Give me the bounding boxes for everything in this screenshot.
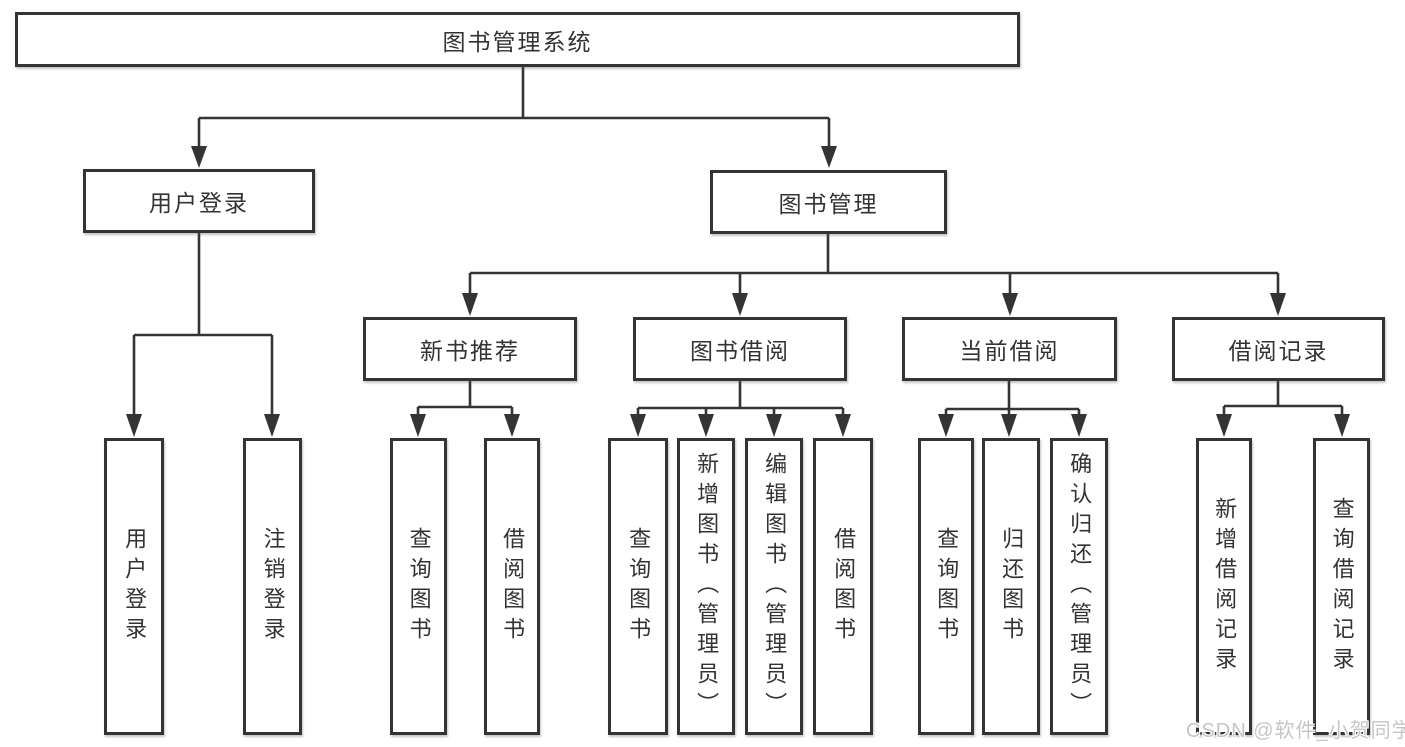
leaf-query-books-recommend: 查询图书 — [390, 438, 447, 735]
node-current-borrow-label: 当前借阅 — [959, 338, 1060, 364]
leaf-add-book-admin-label: 新增图书（管理员） — [694, 451, 720, 722]
leaf-borrow-books-recommend: 借阅图书 — [484, 438, 540, 735]
leaf-edit-book-admin-label: 编辑图书（管理员） — [762, 451, 788, 722]
node-new-book-recommend-label: 新书推荐 — [420, 338, 520, 364]
connector-book-management-split — [462, 234, 1286, 316]
leaf-add-borrow-record-label: 新增借阅记录 — [1212, 496, 1238, 677]
node-borrow-records-label: 借阅记录 — [1228, 338, 1329, 364]
node-library-management-system-label: 图书管理系统 — [442, 28, 593, 55]
leaf-confirm-return-admin-label: 确认归还（管理员） — [1067, 451, 1093, 722]
connector-current-split — [938, 381, 1087, 437]
leaf-logout-label: 注销登录 — [260, 526, 286, 647]
node-book-management-label: 图书管理 — [778, 191, 879, 217]
connector-root-split — [191, 67, 837, 168]
leaf-query-books-recommend-label: 查询图书 — [406, 526, 432, 647]
leaf-query-books-current-label: 查询图书 — [934, 526, 960, 647]
watermark: CSDN @软件_小贺同学 — [1186, 720, 1405, 742]
node-user-login-label: 用户登录 — [149, 190, 249, 216]
leaf-edit-book-admin: 编辑图书（管理员） — [745, 438, 803, 735]
leaf-add-book-admin: 新增图书（管理员） — [677, 438, 735, 735]
node-book-borrow-label: 图书借阅 — [690, 338, 790, 364]
leaf-borrow-books: 借阅图书 — [813, 438, 873, 735]
leaf-query-borrow-record-label: 查询借阅记录 — [1329, 496, 1355, 677]
node-library-management-system: 图书管理系统 — [15, 12, 1020, 67]
node-new-book-recommend: 新书推荐 — [363, 317, 577, 381]
leaf-return-books-label: 归还图书 — [999, 526, 1025, 647]
connector-records-split — [1216, 378, 1350, 437]
node-current-borrow: 当前借阅 — [902, 317, 1117, 381]
leaf-borrow-books-recommend-label: 借阅图书 — [500, 526, 526, 647]
leaf-confirm-return-admin: 确认归还（管理员） — [1050, 438, 1108, 735]
leaf-return-books: 归还图书 — [982, 438, 1040, 735]
leaf-user-login: 用户登录 — [104, 438, 164, 735]
leaf-user-login-label: 用户登录 — [122, 526, 148, 647]
node-user-login: 用户登录 — [83, 169, 315, 233]
connector-borrow-split — [630, 381, 851, 437]
leaf-query-books-borrow-label: 查询图书 — [626, 526, 652, 647]
leaf-query-books-current: 查询图书 — [918, 438, 974, 735]
leaf-logout: 注销登录 — [243, 438, 302, 735]
leaf-add-borrow-record: 新增借阅记录 — [1196, 438, 1252, 735]
leaf-query-books-borrow: 查询图书 — [608, 438, 668, 735]
leaf-query-borrow-record: 查询借阅记录 — [1313, 438, 1370, 735]
node-book-management: 图书管理 — [710, 170, 947, 234]
connector-user-login-split — [126, 233, 280, 437]
node-borrow-records: 借阅记录 — [1172, 317, 1385, 381]
connector-recommend-split — [410, 381, 520, 437]
leaf-borrow-books-label: 借阅图书 — [831, 526, 857, 647]
node-book-borrow: 图书借阅 — [633, 317, 847, 381]
